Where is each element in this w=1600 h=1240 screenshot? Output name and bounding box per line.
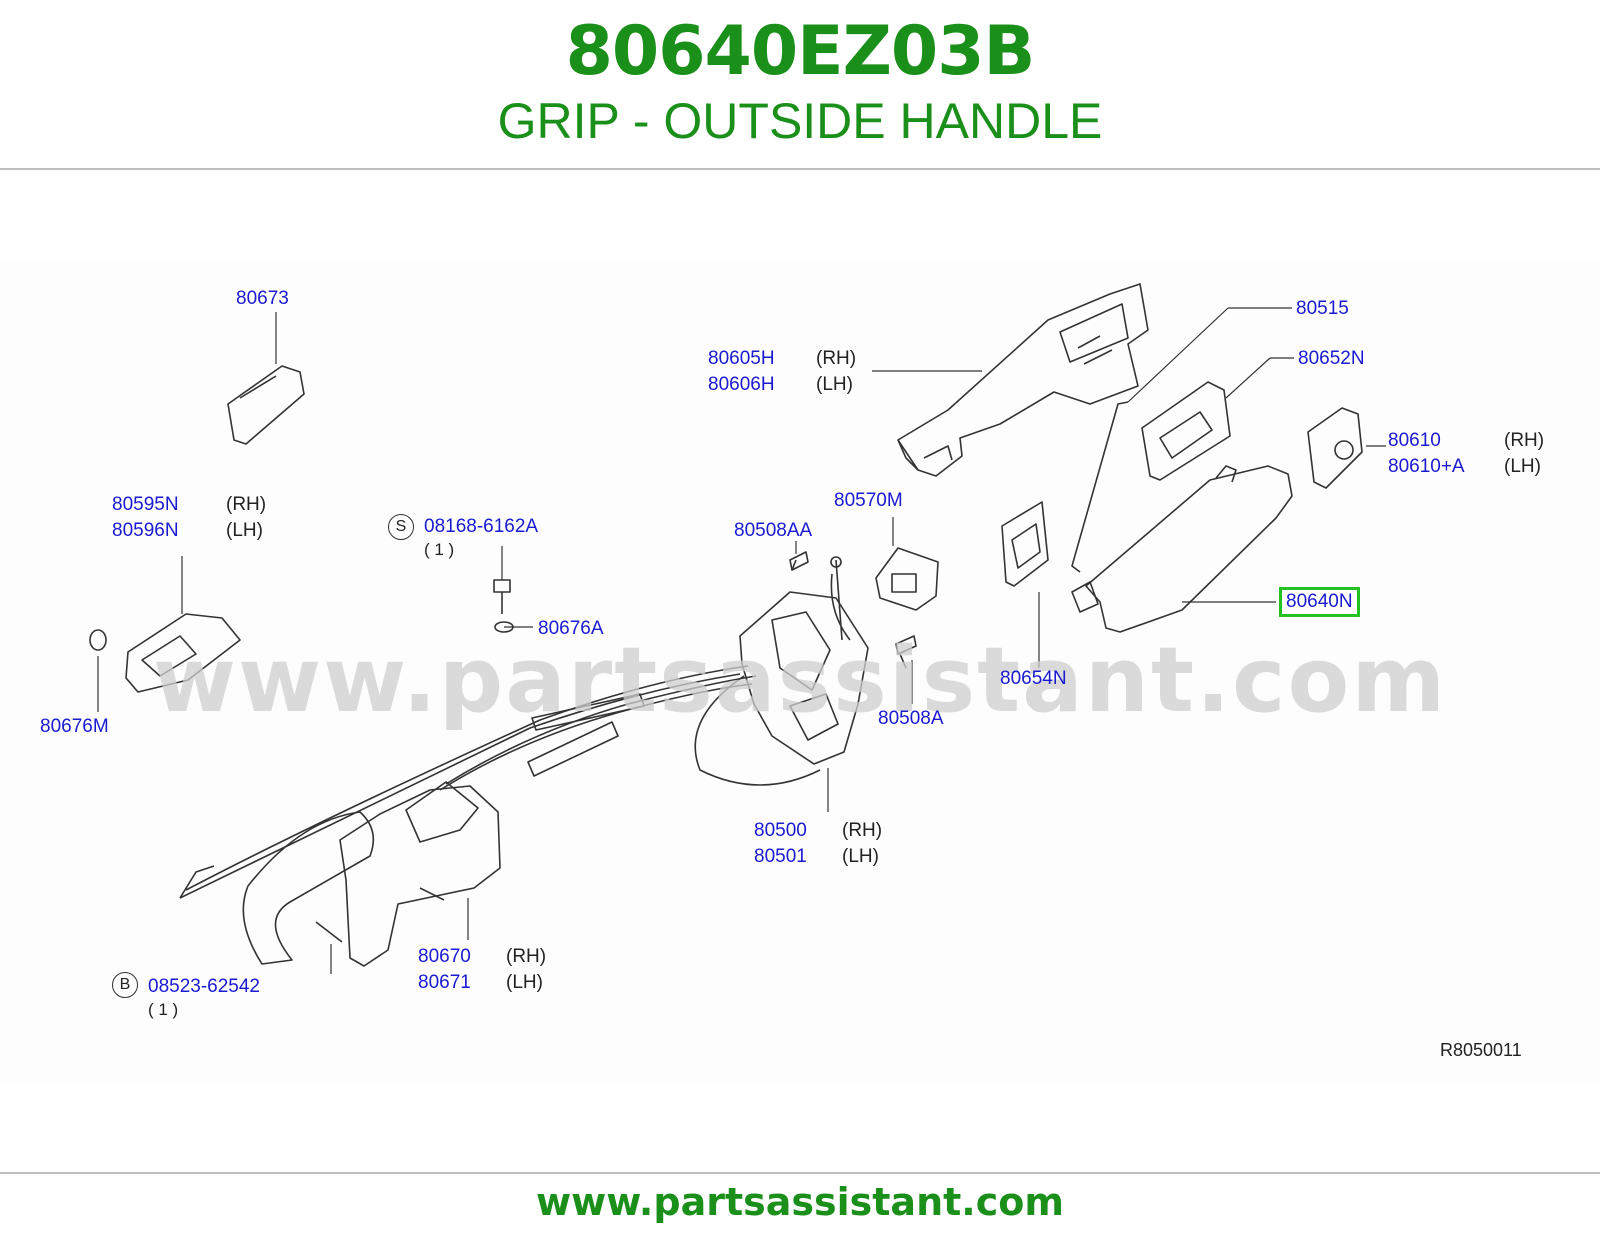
callout-80654n[interactable]: 80654N [1000, 668, 1067, 689]
side-lh-80610a: (LH) [1504, 456, 1541, 477]
marker-b: B [112, 972, 138, 998]
page-header: 80640EZ03B GRIP - OUTSIDE HANDLE [0, 0, 1600, 170]
leader-lines [97, 307, 1386, 974]
callout-80508aa[interactable]: 80508AA [734, 520, 813, 541]
callout-80606h[interactable]: 80606H [708, 374, 775, 395]
grip-80640n [1071, 465, 1293, 633]
release-cables [179, 665, 821, 899]
callout-80676a[interactable]: 80676A [538, 618, 604, 639]
side-lh-80596n: (LH) [226, 520, 263, 541]
side-lh-80671: (LH) [506, 972, 543, 993]
callout-80673[interactable]: 80673 [236, 288, 289, 309]
callout-08168-6162a[interactable]: 08168-6162A [424, 516, 539, 537]
part-number-title: 80640EZ03B [565, 12, 1036, 91]
callout-80671[interactable]: 80671 [418, 972, 471, 993]
diagram-background [0, 262, 1600, 1082]
side-rh-80670: (RH) [506, 946, 547, 967]
side-rh-80500: (RH) [842, 820, 883, 841]
qty-08168: ( 1 ) [424, 540, 455, 559]
callout-80676m[interactable]: 80676M [40, 716, 109, 737]
footer-url[interactable]: www.partsassistant.com [536, 1180, 1064, 1224]
callout-80501[interactable]: 80501 [754, 846, 807, 867]
footer-divider [0, 1172, 1600, 1174]
bolt-08168 [493, 579, 514, 633]
side-rh-80605h: (RH) [816, 348, 857, 369]
door-lock-80500 [739, 556, 869, 765]
callout-80670[interactable]: 80670 [418, 946, 471, 967]
callout-80652n[interactable]: 80652N [1298, 348, 1365, 369]
side-rh-80595n: (RH) [226, 494, 267, 515]
side-lh-80501: (LH) [842, 846, 879, 867]
callout-80500[interactable]: 80500 [754, 820, 807, 841]
screw-80508a [895, 635, 917, 669]
handle-bracket-80670 [242, 781, 501, 967]
screw-80508aa [789, 551, 809, 571]
part-description: GRIP - OUTSIDE HANDLE [497, 93, 1103, 149]
inside-handle-80595n [89, 613, 241, 693]
callout-80610[interactable]: 80610 [1388, 430, 1441, 451]
striker-80570m [875, 547, 939, 611]
cap-80673 [227, 365, 305, 445]
diagram-reference-code: R8050011 [1440, 1040, 1522, 1060]
callout-80595n[interactable]: 80595N [112, 494, 179, 515]
callout-80640n-highlighted[interactable]: 80640N [1279, 587, 1360, 617]
side-lh-80606h: (LH) [816, 374, 853, 395]
side-rh-80610: (RH) [1504, 430, 1545, 451]
gasket-80654n [1001, 501, 1049, 587]
callout-80596n[interactable]: 80596N [112, 520, 179, 541]
callout-80570m[interactable]: 80570M [834, 490, 903, 511]
gasket-80652n [1141, 381, 1231, 481]
handle-frame-80605h [897, 283, 1149, 477]
qty-08523: ( 1 ) [148, 1000, 179, 1019]
callout-80508a[interactable]: 80508A [878, 708, 944, 729]
callout-80610a[interactable]: 80610+A [1388, 456, 1465, 477]
callout-80605h[interactable]: 80605H [708, 348, 775, 369]
callout-08523-62542[interactable]: 08523-62542 [148, 976, 260, 997]
callout-80515[interactable]: 80515 [1296, 298, 1349, 319]
marker-s: S [388, 514, 414, 540]
header-divider [0, 168, 1600, 170]
rod-80515 [1071, 401, 1129, 573]
escutcheon-80610 [1307, 407, 1363, 489]
